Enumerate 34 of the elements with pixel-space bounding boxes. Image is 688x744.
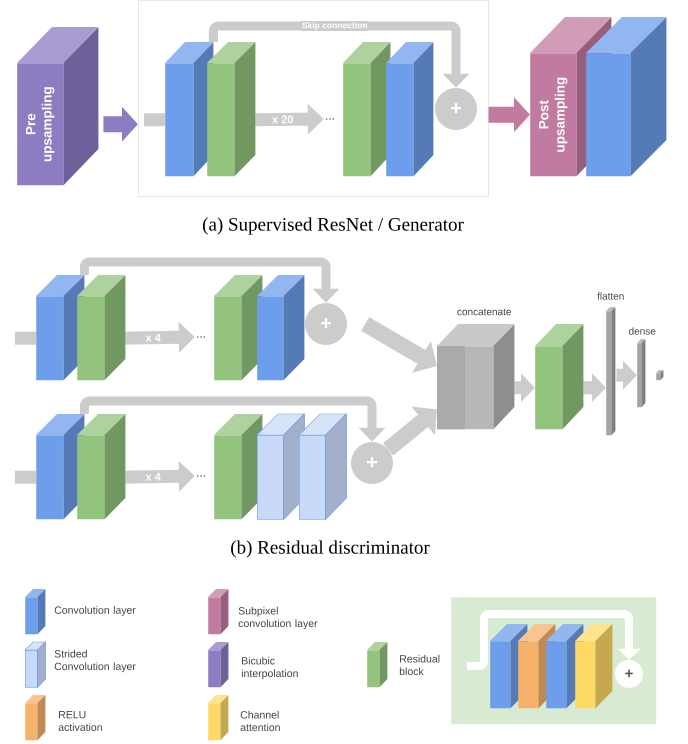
legend-text: Subpixel convolution layer: [238, 606, 318, 630]
layer-block: [386, 42, 434, 176]
node-label: dense: [629, 327, 656, 335]
caption: (a) Supervised ResNet / Generator: [203, 217, 464, 235]
ellipsis-text: ...: [197, 336, 205, 338]
arrow: [383, 406, 437, 456]
layer-block: [575, 624, 612, 708]
legend-text: Residual block: [400, 654, 440, 676]
legend-text: Bicubic interpolation: [242, 656, 298, 680]
legend-text: Convolution layer: [54, 606, 136, 616]
layer-block: [207, 42, 256, 176]
arrow: [467, 610, 640, 670]
node-label: concatenate: [457, 308, 511, 316]
dense-bar: dense: [629, 327, 656, 408]
upsampling-block: Pre upsampling: [17, 27, 98, 186]
layer-block: [214, 414, 262, 520]
layer-block: [535, 324, 584, 430]
frame-box: [138, 0, 489, 197]
layer-block: [77, 414, 126, 520]
legend-text: Strided Convolution layer: [54, 650, 136, 672]
layer-block: [214, 275, 262, 380]
concatenate-block: concatenate: [437, 308, 514, 430]
ellipsis-text: ...: [197, 475, 205, 477]
output-cube: [656, 370, 664, 380]
layer-block: [77, 275, 126, 380]
layer-block: [343, 42, 390, 176]
flatten-bar: flatten: [597, 292, 624, 436]
legend-text: Channel attention: [240, 710, 280, 732]
ellipsis-text: ...: [326, 118, 334, 120]
node-label: flatten: [597, 292, 624, 300]
caption: (b) Residual discriminator: [231, 540, 430, 558]
legend-text: RELU activation: [58, 711, 102, 731]
layer-block: [586, 17, 666, 176]
layer-block: [257, 275, 304, 380]
